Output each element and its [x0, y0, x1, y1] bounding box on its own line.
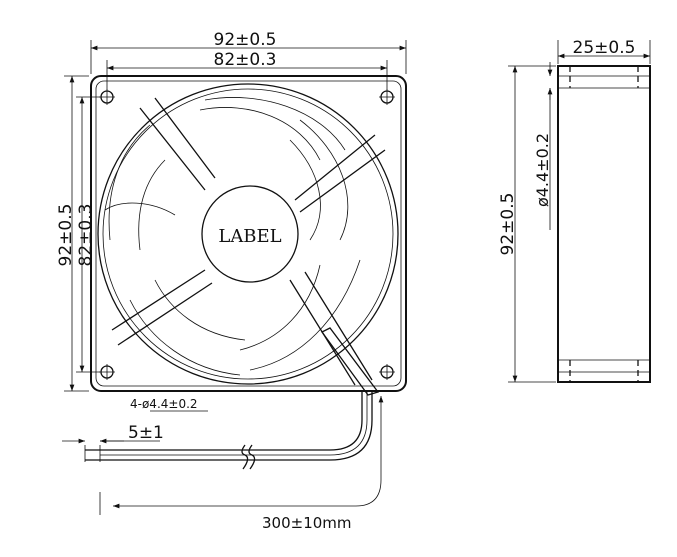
hub	[201, 185, 299, 283]
dim-height-holes: 82±0.3	[76, 204, 96, 267]
dim-strip-length: 5±1	[128, 423, 164, 443]
fan-frame	[90, 75, 407, 392]
fan-opening	[97, 83, 399, 385]
cable-wire	[85, 392, 373, 461]
side-view: 25±0.5 92±0.5 ø4.4±0.2	[498, 38, 651, 383]
break-symbol	[241, 444, 256, 470]
dim-mounting-holes: 4-ø4.4±0.2	[130, 397, 198, 411]
dim-side-height: 92±0.5	[498, 193, 518, 256]
cable-clip	[321, 327, 380, 396]
fan-blade	[104, 97, 361, 376]
side-frame	[557, 65, 651, 383]
dim-height-outer: 92±0.5	[56, 204, 76, 267]
hub-label: LABEL	[218, 226, 281, 247]
dim-hole-diameter: ø4.4±0.2	[533, 133, 552, 207]
dim-cable-length: 300±10mm	[262, 514, 352, 532]
dim-width-outer: 92±0.5	[214, 30, 277, 50]
dim-width-holes: 82±0.3	[214, 50, 277, 70]
front-view: LABEL 92±0.5 82±0.3 92±0.5 82±0.3 4-ø4.4…	[56, 30, 407, 412]
mounting-hole	[99, 89, 395, 380]
dim-depth: 25±0.5	[573, 38, 636, 58]
cable: 5±1 300±10mm	[62, 392, 384, 532]
